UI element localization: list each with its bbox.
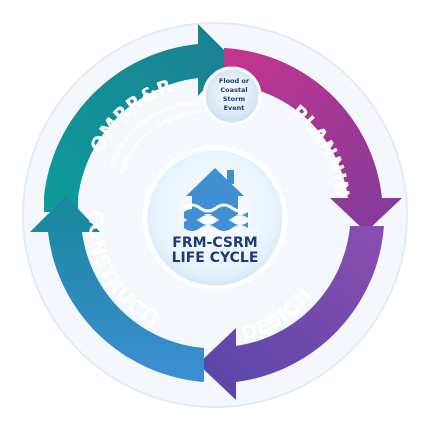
- design-arrow: [198, 226, 384, 400]
- event-line-4: Event: [224, 104, 245, 112]
- center-circle: [142, 145, 288, 291]
- planning-arrow: [224, 48, 402, 232]
- omrr-arrow: [44, 24, 232, 212]
- flooded-house-icon: [183, 168, 249, 231]
- event-line-3: Storm: [223, 95, 245, 103]
- center-title-line2: LIFE CYCLE: [172, 250, 259, 266]
- center-title-line1: FRM-CSRM: [172, 235, 257, 251]
- construction-arrow: [30, 196, 204, 382]
- event-line-1: Flood or: [219, 77, 250, 85]
- event-line-2: Coastal: [220, 86, 247, 94]
- event-badge: [202, 66, 262, 126]
